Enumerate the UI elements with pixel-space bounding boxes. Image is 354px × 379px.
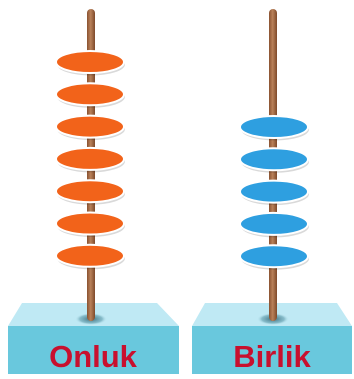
base-label-birlik: Birlik (233, 339, 311, 374)
base-label-onluk: Onluk (49, 339, 138, 374)
bead (239, 211, 309, 238)
beads-onluk (55, 50, 125, 270)
bead (55, 243, 125, 270)
bead (55, 82, 125, 108)
base-front-birlik (192, 326, 352, 374)
bead (239, 147, 309, 173)
bead (55, 114, 125, 141)
beads-birlik (239, 115, 309, 270)
bead (55, 179, 125, 205)
column-birlik: Birlik (192, 9, 352, 374)
bead (239, 115, 309, 141)
bead (55, 146, 125, 173)
bead (239, 179, 309, 206)
bead (55, 211, 125, 237)
column-onluk: Onluk (8, 9, 179, 374)
bead (55, 50, 125, 76)
bead (239, 244, 309, 270)
base-front-onluk (8, 326, 179, 374)
